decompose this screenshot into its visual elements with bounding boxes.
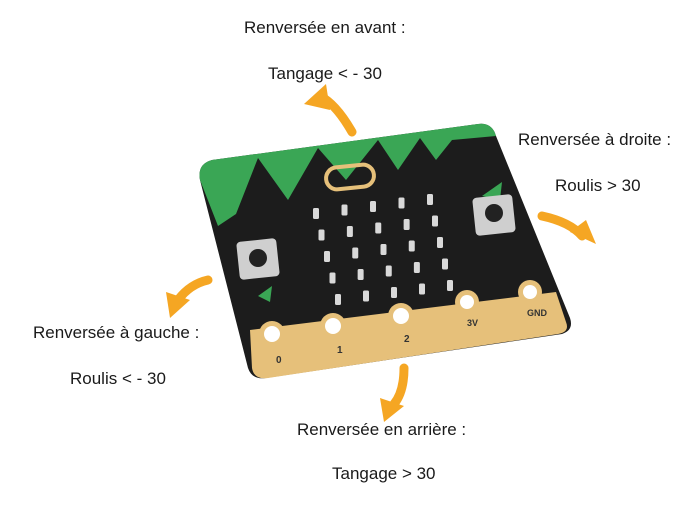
led	[346, 226, 353, 237]
led	[391, 287, 397, 298]
button-a[interactable]	[236, 238, 280, 280]
led	[375, 222, 382, 234]
led	[419, 283, 425, 295]
left-tilt-title: Renversée à gauche :	[33, 323, 200, 342]
led	[313, 208, 319, 219]
led	[432, 215, 438, 227]
forward-tilt-value: Tangage < - 30	[268, 64, 382, 83]
led	[442, 258, 448, 270]
led	[380, 244, 387, 255]
pin-2[interactable]: 2	[388, 303, 414, 345]
led	[357, 269, 364, 280]
led	[385, 265, 392, 277]
led	[363, 290, 369, 302]
led-matrix	[313, 194, 453, 305]
led	[427, 194, 433, 205]
led	[437, 237, 443, 248]
left-tilt-value: Roulis < - 30	[70, 369, 166, 388]
led	[408, 240, 415, 252]
microbit-board: 0 1 2 3V GND	[199, 123, 571, 379]
arrow-backward-icon	[380, 363, 409, 422]
led	[324, 251, 330, 262]
led	[341, 204, 348, 216]
button-b[interactable]	[472, 194, 516, 236]
led	[403, 219, 410, 230]
pin-label: GND	[527, 308, 548, 318]
edge-connector	[250, 292, 567, 379]
green-pattern	[199, 123, 496, 226]
pin-label: 2	[404, 334, 410, 345]
led	[447, 280, 453, 291]
led	[398, 197, 405, 209]
backward-tilt-title: Renversée en arrière :	[297, 420, 467, 439]
led	[352, 247, 359, 259]
pin-label: 1	[337, 345, 343, 356]
arrow-forward-icon	[304, 84, 357, 137]
pin-gnd[interactable]: GND	[518, 280, 548, 318]
led	[318, 229, 325, 241]
forward-tilt-title: Renversée en avant :	[244, 18, 406, 37]
backward-tilt-value: Tangage > 30	[332, 464, 436, 483]
arrow-left-icon	[166, 275, 213, 318]
led	[329, 272, 336, 284]
arrow-right-icon	[537, 211, 596, 244]
pin-0[interactable]: 0	[259, 321, 285, 366]
logo-icon	[324, 162, 376, 192]
led	[370, 201, 376, 212]
right-tilt-title: Renversée à droite :	[518, 130, 672, 149]
pin-label: 0	[276, 355, 282, 366]
pin-label: 3V	[467, 318, 478, 328]
led	[413, 262, 420, 273]
right-tilt-value: Roulis > 30	[555, 176, 641, 195]
pin-1[interactable]: 1	[320, 313, 346, 356]
led	[335, 294, 341, 305]
pin-3v[interactable]: 3V	[455, 290, 479, 328]
